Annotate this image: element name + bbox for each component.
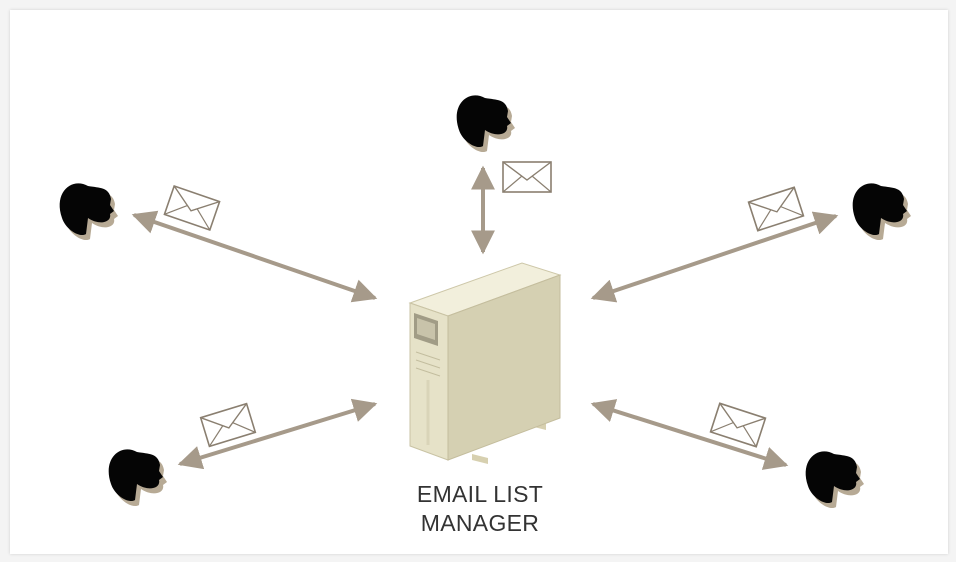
person-head-icon-lower-left	[108, 449, 167, 507]
person-head-icon-top	[456, 95, 515, 153]
server-icon	[408, 262, 562, 464]
arrow-upper-left	[131, 210, 378, 303]
person-head-icon-lower-right	[805, 451, 864, 509]
envelope-icon	[502, 161, 552, 193]
server-label-line-2: MANAGER	[420, 510, 540, 536]
server-label-line-1: EMAIL LIST	[416, 481, 544, 507]
arrow-upper-right	[590, 211, 839, 303]
envelope-icon	[199, 402, 257, 448]
server-label: EMAIL LIST MANAGER	[388, 480, 572, 538]
arrow-lower-left	[177, 398, 378, 470]
arrow-lower-right	[590, 399, 789, 470]
person-head-icon-upper-right	[852, 183, 911, 241]
envelope-icon	[163, 185, 221, 231]
envelope-icon	[709, 402, 767, 448]
person-head-icon-upper-left	[59, 183, 118, 241]
envelope-icon	[747, 186, 805, 232]
